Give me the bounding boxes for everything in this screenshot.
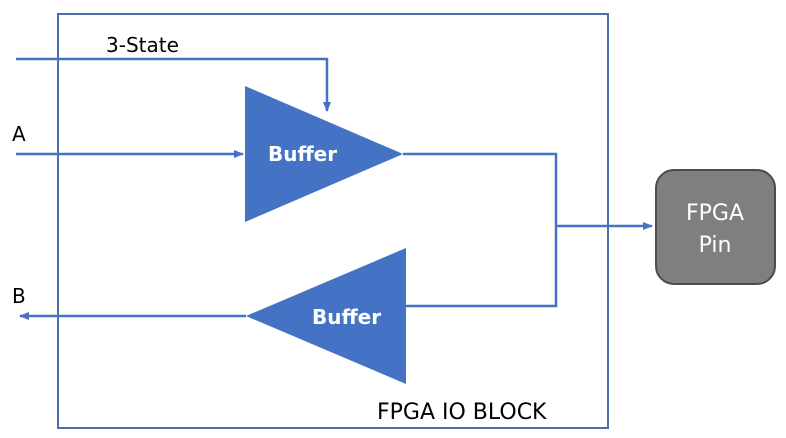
receive-input-wire [406,226,558,308]
three-state-wire [16,57,331,112]
io-block-label: FPGA IO BLOCK [377,400,547,425]
transmit-buffer [245,86,403,222]
input-a-label: A [12,122,26,146]
io-block-border [57,13,609,429]
fpga-pin-label-line1: FPGA [686,201,744,226]
fpga-pin-box [655,169,776,285]
receive-buffer-label: Buffer [312,305,381,329]
three-state-label: 3-State [106,33,179,57]
transmit-output-wire [403,152,558,226]
output-b-label: B [12,284,26,308]
transmit-buffer-label: Buffer [268,142,337,166]
receive-buffer [246,248,406,384]
fpga-pin-label-line2: Pin [699,233,732,258]
